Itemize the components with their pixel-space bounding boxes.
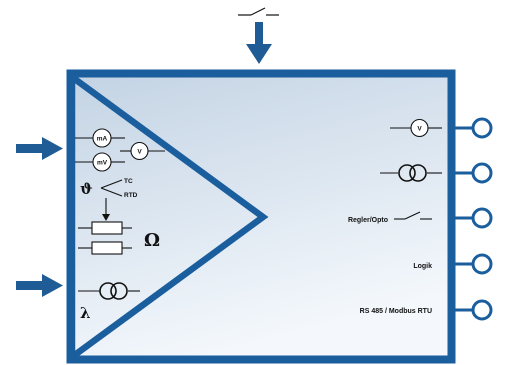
rtd-label: RTD: [124, 192, 138, 199]
output-terminal-2: [471, 162, 493, 184]
modbus-label: RS 485 / Modbus RTU: [360, 308, 432, 315]
output-terminal-4: [471, 253, 493, 275]
output-terminals: [455, 117, 493, 321]
millivolt-meter: mV: [92, 152, 112, 172]
output-wiring: [380, 127, 442, 220]
current-source-symbol: [99, 282, 128, 300]
temperature-symbol: ϑ: [80, 180, 93, 198]
left-input-arrow-lower: [16, 274, 63, 297]
amplifier-triangle: [68, 70, 269, 364]
svg-text:V: V: [417, 126, 422, 133]
svg-text:mV: mV: [97, 160, 108, 167]
input-voltage-meter: V: [130, 141, 149, 161]
top-input-arrow: [246, 22, 272, 64]
resistor-upper: [91, 221, 123, 235]
output-terminal-5: [471, 299, 493, 321]
output-voltage-meter: V: [410, 118, 429, 138]
svg-text:mA: mA: [97, 136, 108, 143]
resistance-symbol: Ω: [144, 230, 160, 251]
thermocouple-label: TC: [124, 178, 133, 185]
output-current-source-symbol: [398, 164, 427, 182]
lambda-symbol: λ: [80, 304, 91, 322]
output-terminal-1: [471, 117, 493, 139]
controller-opto-label: Regler/Opto: [348, 217, 388, 224]
resistor-lower: [91, 241, 123, 255]
input-wiring: [75, 137, 165, 292]
left-input-arrow-upper: [16, 137, 63, 160]
milliamp-meter: mA: [92, 128, 112, 148]
logic-label: Logik: [413, 263, 432, 270]
output-terminal-3: [471, 207, 493, 229]
resistor-adjust-arrowhead: [102, 214, 110, 221]
svg-text:V: V: [137, 149, 142, 156]
top-switch-symbol: [238, 7, 279, 16]
